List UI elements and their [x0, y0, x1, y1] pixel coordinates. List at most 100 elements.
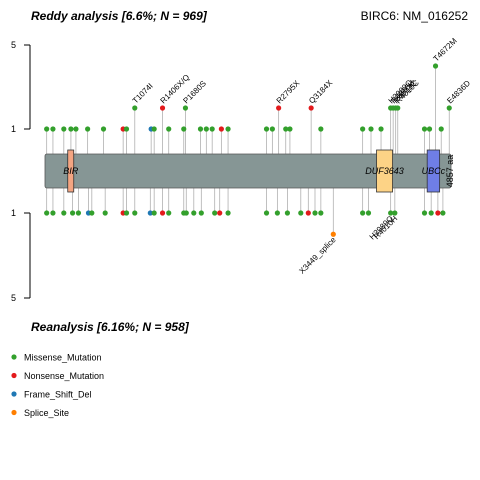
mutation-dot-bottom-26: [305, 210, 311, 216]
mutation-dot-bottom-19: [212, 210, 218, 216]
domain-bir: [67, 149, 75, 193]
mutation-dot-top-5: [85, 126, 91, 132]
mutation-dot-top-28: [360, 126, 366, 132]
y-axis-top: 5 1: [11, 40, 31, 134]
mutation-dot-bottom-34: [421, 210, 428, 216]
mutation-dot-top-9: [132, 105, 138, 111]
lollipop-heads: [44, 63, 452, 237]
protein-backbone: [44, 153, 452, 189]
mutation-dot-top-4: [73, 126, 79, 132]
legend-label-3: Splice_Site: [24, 408, 69, 418]
y-tick-top-1: 1: [11, 124, 16, 134]
mutation-dot-top-30: [378, 126, 384, 132]
mutation-dot-bottom-23: [274, 210, 280, 216]
mutation-dot-bottom-0: [44, 210, 50, 216]
mutation-label-top-23: R2795X: [275, 78, 302, 105]
mutation-dot-bottom-10: [132, 210, 138, 216]
mutation-dot-top-18: [209, 126, 215, 132]
mutation-dot-top-12: [159, 105, 166, 111]
domain-label-duf3643: DUF3643: [365, 166, 404, 176]
mutation-dot-bottom-37: [440, 210, 446, 216]
y-tick-bottom-1: 1: [11, 208, 16, 218]
domain-duf3643: [376, 149, 393, 193]
mutation-dot-bottom-20: [217, 210, 223, 216]
mutation-dot-top-16: [197, 126, 204, 132]
legend-label-0: Missense_Mutation: [24, 353, 102, 363]
mutation-dot-bottom-3: [69, 210, 76, 216]
gene-label: BIRC6: NM_016252: [361, 9, 469, 23]
mutation-dot-bottom-18: [198, 210, 204, 216]
mutation-dot-bottom-33: [392, 210, 398, 216]
y-tick-top-5: 5: [11, 40, 16, 50]
mutation-dot-bottom-17: [191, 210, 197, 216]
mutation-dot-bottom-21: [225, 210, 231, 216]
mutation-dot-top-34: [395, 105, 401, 111]
lollipop-stems: [46, 66, 450, 235]
mutation-dot-top-24: [283, 126, 289, 132]
mutation-dot-bottom-9: [123, 210, 130, 216]
mutation-dot-top-25: [287, 126, 293, 132]
mutation-dot-top-27: [318, 126, 324, 132]
mutation-dot-bottom-24: [284, 210, 291, 216]
legend-label-2: Frame_Shift_Del: [24, 390, 92, 400]
mutation-dot-bottom-31: [365, 210, 372, 216]
domain-label-ubcc: UBCc: [422, 166, 446, 176]
mutation-dot-top-21: [263, 126, 270, 132]
mutation-dot-top-13: [166, 126, 172, 132]
mutation-dot-top-8: [123, 126, 130, 132]
mutation-dot-bottom-11: [147, 210, 153, 216]
mutation-label-top-39: E4836D: [445, 78, 472, 105]
mutation-dot-bottom-14: [166, 210, 172, 216]
mutation-dot-top-15: [182, 105, 189, 111]
domain-label-bir: BIR: [63, 166, 79, 176]
mutation-dot-top-38: [438, 126, 444, 132]
mutation-dot-top-14: [181, 126, 187, 132]
mutation-dot-top-0: [44, 126, 50, 132]
legend: Missense_MutationNonsense_MutationFrame_…: [11, 353, 104, 418]
mutation-dot-top-37: [432, 63, 439, 69]
mutation-dot-top-23: [276, 105, 282, 111]
mutation-dot-top-20: [225, 126, 231, 132]
mutation-dot-top-3: [68, 126, 74, 132]
mutation-dot-bottom-30: [360, 210, 366, 216]
mutation-label-bottom-29: X3449_splice: [297, 235, 338, 276]
mutation-dot-top-39: [446, 105, 452, 111]
domain-ubcc: [426, 149, 441, 193]
mutation-dot-top-11: [151, 126, 157, 132]
mutation-dot-bottom-32: [388, 210, 394, 216]
mutation-dot-top-35: [421, 126, 428, 132]
mutation-dot-bottom-27: [312, 210, 318, 216]
mutation-dot-top-29: [368, 126, 374, 132]
mutation-dot-top-19: [218, 126, 224, 132]
mutation-dot-bottom-13: [159, 210, 166, 216]
legend-dot-0: [11, 354, 17, 360]
legend-dot-2: [11, 391, 17, 397]
chart-title-top: Reddy analysis [6.6%; N = 969]: [31, 9, 208, 23]
legend-dot-3: [11, 409, 17, 416]
mutation-dot-bottom-1: [50, 210, 56, 216]
mutation-dot-bottom-2: [61, 210, 67, 216]
mutation-dot-top-6: [100, 126, 107, 132]
mutation-dot-bottom-22: [263, 210, 270, 216]
mutation-dot-top-2: [61, 126, 67, 132]
mutation-dot-bottom-36: [435, 210, 441, 216]
legend-label-1: Nonsense_Mutation: [24, 371, 104, 381]
y-tick-bottom-5: 5: [11, 293, 16, 303]
mutation-dot-bottom-12: [151, 210, 157, 216]
mutation-dot-bottom-28: [318, 210, 324, 216]
legend-dot-1: [11, 372, 17, 379]
mutation-dot-bottom-16: [183, 210, 189, 216]
mutation-dot-top-36: [426, 126, 433, 132]
mutation-dot-top-26: [308, 105, 314, 111]
mutation-label-top-9: T1074I: [131, 81, 155, 105]
mutation-dot-bottom-6: [89, 210, 95, 216]
mutation-dot-top-22: [269, 126, 275, 132]
mutation-dot-bottom-25: [298, 210, 304, 216]
mutation-label-top-26: Q3184X: [307, 78, 335, 106]
y-axis-bottom: 1 5: [11, 208, 31, 303]
mutation-dot-bottom-7: [102, 210, 108, 216]
mutation-dot-top-17: [203, 126, 209, 132]
protein-domains: BIR DUF3643 UBCc: [63, 149, 446, 193]
mutation-dot-bottom-29: [330, 231, 336, 237]
